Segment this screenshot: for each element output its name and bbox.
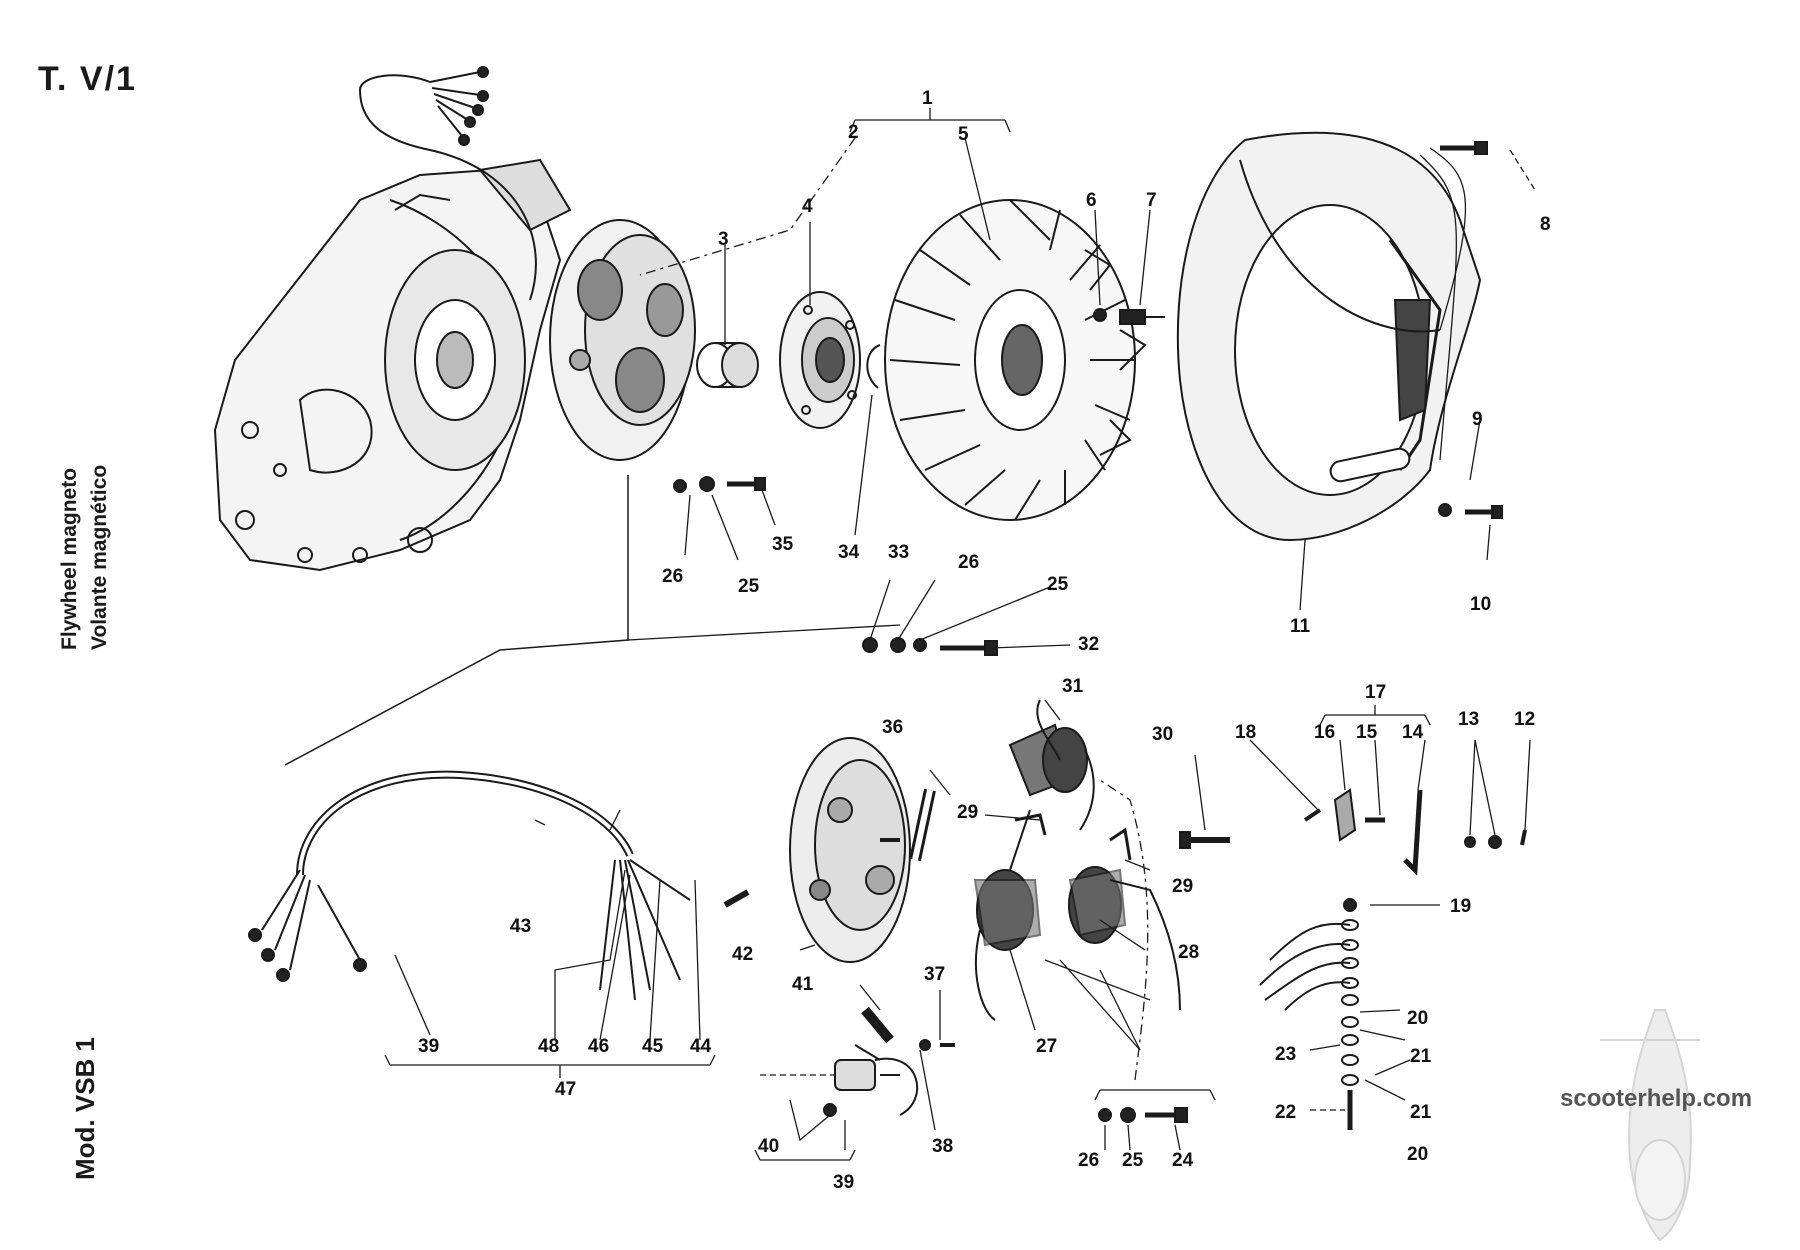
contact-point-drawing [861, 1006, 894, 1044]
part-label-36: 36 [882, 717, 903, 738]
part-label-33: 33 [888, 542, 909, 563]
part-label-3: 3 [718, 229, 729, 250]
part-label-21a: 21 [1410, 1046, 1432, 1067]
part-label-39a: 39 [418, 1036, 439, 1057]
stator-plate-drawing [549, 219, 696, 461]
part-label-5: 5 [958, 124, 969, 145]
part-label-32: 32 [1078, 634, 1099, 655]
fan-bolt-drawing [1119, 309, 1165, 325]
part-label-45: 45 [642, 1036, 664, 1057]
part-label-9: 9 [1472, 409, 1483, 430]
bush-drawing [696, 342, 759, 388]
coil-27-drawing [973, 809, 1042, 1021]
part-label-29b: 29 [1172, 876, 1193, 897]
part-label-31: 31 [1062, 676, 1084, 697]
model-title: Mod. VSB 1 [70, 1036, 100, 1180]
part-label-22: 22 [1275, 1102, 1296, 1123]
part-label-30: 30 [1152, 724, 1173, 745]
part-label-26a: 26 [1078, 1150, 1099, 1171]
part-label-25c: 25 [738, 576, 760, 597]
diagram-title: Flywheel magneto Volante magnético [55, 465, 115, 650]
part-label-28: 28 [1178, 942, 1199, 963]
part-label-15: 15 [1356, 722, 1378, 743]
part-label-2: 2 [848, 122, 859, 143]
part-label-38: 38 [932, 1136, 953, 1157]
part-label-46: 46 [588, 1036, 609, 1057]
fan-flywheel-drawing [884, 199, 1147, 521]
condenser-drawing [760, 1044, 919, 1117]
part-label-7: 7 [1146, 190, 1157, 211]
part-label-25a: 25 [1122, 1150, 1144, 1171]
part-label-12: 12 [1514, 709, 1535, 730]
part-label-20b: 20 [1407, 1144, 1428, 1165]
plate-id: T. V/1 [38, 60, 137, 98]
part-label-19: 19 [1450, 896, 1471, 917]
part-label-43: 43 [510, 916, 531, 937]
part-label-20a: 20 [1407, 1008, 1428, 1029]
part-label-27: 27 [1036, 1036, 1057, 1057]
scooter-logo-watermark [1600, 1009, 1700, 1242]
part-label-13: 13 [1458, 709, 1479, 730]
part-label-40: 40 [758, 1136, 779, 1157]
part-label-23: 23 [1275, 1044, 1296, 1065]
part-label-47: 47 [555, 1079, 576, 1100]
coil-28-drawing [1068, 866, 1181, 1011]
part-label-24: 24 [1172, 1150, 1194, 1171]
part-label-35: 35 [772, 534, 794, 555]
wire-ends-upper [429, 71, 481, 137]
stator-base-plate-drawing [789, 737, 911, 963]
part-label-42: 42 [732, 944, 753, 965]
part-label-11: 11 [1290, 616, 1311, 637]
part-label-26b: 26 [958, 552, 979, 573]
part-label-39b: 39 [833, 1172, 854, 1193]
part-label-16: 16 [1314, 722, 1335, 743]
title-spanish: Volante magnético [88, 464, 111, 650]
part-label-8: 8 [1540, 214, 1551, 235]
part-label-4: 4 [802, 196, 813, 217]
part-label-44: 44 [690, 1036, 712, 1057]
lead-wire-upper [358, 74, 537, 301]
hub-drawing [779, 291, 861, 429]
title-english: Flywheel magneto [58, 467, 81, 650]
part-number-labels: 1 2 3 4 5 6 7 8 9 10 11 12 13 14 15 16 1… [418, 88, 1551, 1193]
part-label-10: 10 [1470, 594, 1491, 615]
part-label-21b: 21 [1410, 1102, 1432, 1123]
wiring-harness-drawing [248, 770, 750, 1001]
part-label-18: 18 [1235, 722, 1256, 743]
part-label-17: 17 [1365, 682, 1386, 703]
part-label-25b: 25 [1047, 574, 1069, 595]
screw-8-drawing [1440, 141, 1488, 155]
part-label-41: 41 [792, 974, 814, 995]
part-label-29a: 29 [957, 802, 978, 823]
washer-drawing [1093, 308, 1107, 322]
circlip-drawing [866, 344, 881, 389]
part-label-34: 34 [838, 542, 860, 563]
part-label-14: 14 [1402, 722, 1424, 743]
part-label-48: 48 [538, 1036, 559, 1057]
part-label-6: 6 [1086, 190, 1097, 211]
watermark-text: scooterhelp.com [1560, 1085, 1753, 1112]
part-label-1: 1 [922, 88, 933, 109]
cowl-drawing [1176, 131, 1482, 542]
coil-31-drawing [1008, 699, 1095, 831]
part-label-26c: 26 [662, 566, 683, 587]
part-label-37: 37 [924, 964, 945, 985]
crankcase-drawing [213, 158, 572, 572]
